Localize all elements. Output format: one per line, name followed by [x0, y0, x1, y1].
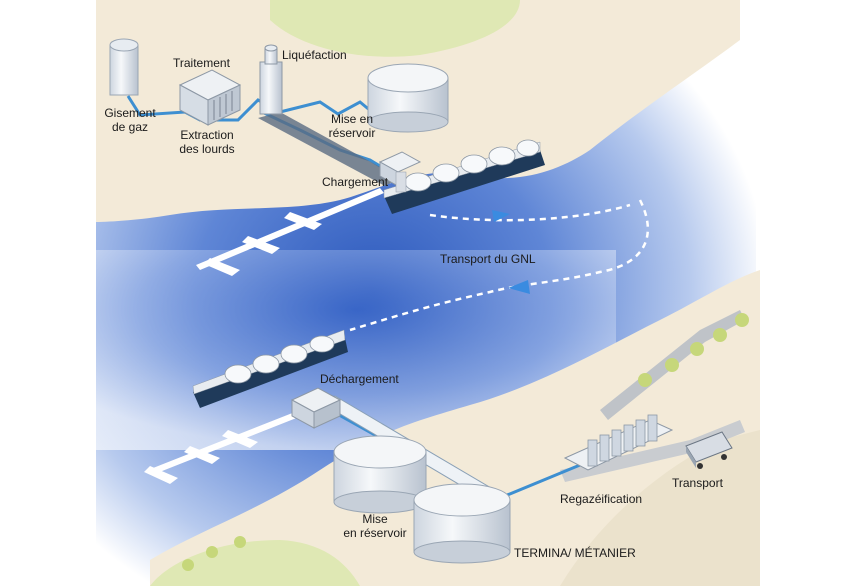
top-storage-tank-icon: [367, 63, 449, 133]
label-storage-top: Mise en réservoir: [328, 112, 376, 140]
label-terminal: TERMINA/ MÉTANIER: [514, 546, 636, 560]
regasification-unit-icon: [563, 414, 674, 471]
route-arrow-middle-icon: [508, 280, 530, 294]
road-2: [560, 420, 745, 482]
label-gas-field: Gisement de gaz: [104, 106, 156, 134]
treatment-plant-icon: [178, 69, 242, 126]
top-pier: [196, 188, 384, 276]
top-grass: [270, 0, 520, 57]
bottom-storage-tank-1-icon: [333, 435, 427, 514]
label-lng-transport: Transport du GNL: [440, 252, 536, 266]
land-strip-right: [560, 430, 760, 586]
shipping-route: [349, 199, 650, 332]
unloading-terminal-icon: [290, 387, 342, 429]
loading-terminal-icon: [378, 151, 422, 187]
trees: [182, 313, 749, 571]
label-unloading: Déchargement: [320, 372, 399, 386]
top-lng-carrier-icon: [383, 139, 545, 214]
label-storage-bottom: Mise en réservoir: [343, 512, 407, 540]
bottom-storage-tank-2-icon: [413, 483, 511, 564]
bottom-pier: [144, 410, 304, 484]
label-transport: Transport: [672, 476, 723, 490]
liquefaction-unit-icon: [259, 44, 283, 115]
label-loading: Chargement: [322, 175, 389, 189]
route-arrow-top-icon: [492, 210, 510, 222]
label-regasification: Regazéification: [560, 492, 643, 506]
top-conveyor: [258, 112, 400, 186]
bottom-lng-carrier-icon: [192, 329, 348, 408]
bottom-grass: [150, 540, 360, 586]
label-treatment: Traitement: [173, 56, 230, 70]
gas-well-icon: [109, 38, 139, 96]
label-heavy-extraction: Extraction des lourds: [179, 128, 235, 156]
bottom-shore: [150, 270, 760, 586]
transport-truck-icon: [685, 431, 733, 469]
label-liquefaction: Liquéfaction: [282, 48, 347, 62]
